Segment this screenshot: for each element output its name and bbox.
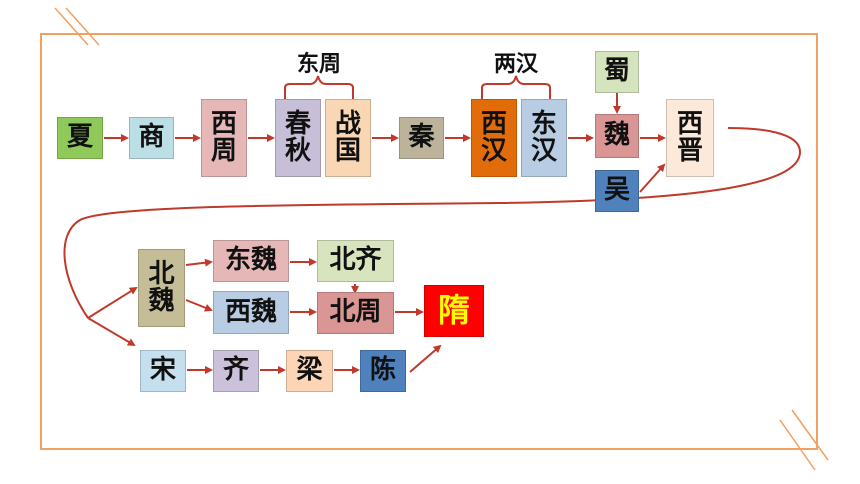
brace-dongzhou [284, 75, 354, 99]
box-wei: 魏 [595, 114, 639, 158]
brace-lianghan [481, 75, 551, 99]
box-liang: 梁 [286, 350, 333, 392]
box-xizhou: 西周 [201, 99, 247, 177]
box-sui: 隋 [424, 285, 484, 337]
box-shang: 商 [129, 117, 174, 159]
connector-xijin-nanbei [63, 127, 802, 319]
box-beizhou: 北周 [317, 292, 394, 334]
box-dongwei: 东魏 [213, 240, 289, 282]
box-chunqiu: 春秋 [275, 99, 321, 177]
box-song: 宋 [140, 350, 186, 392]
box-beiwei: 北魏 [138, 249, 185, 327]
box-zhanguo: 战国 [325, 99, 371, 177]
box-xiwei: 西魏 [213, 291, 289, 334]
box-qi: 齐 [213, 350, 259, 392]
arrow-branch-song [87, 317, 136, 347]
box-shu: 蜀 [595, 51, 639, 93]
diagram-frame [40, 33, 818, 450]
label-dongzhou: 东周 [297, 52, 342, 77]
box-qin: 秦 [399, 117, 444, 159]
box-xijin: 西晋 [666, 99, 714, 177]
box-beiqi: 北齐 [317, 240, 394, 282]
arrow-wu-xijin [639, 163, 666, 193]
arrow-beiwei-xiwei [185, 299, 213, 312]
box-wu: 吴 [595, 170, 639, 212]
box-xihan: 西汉 [471, 99, 517, 177]
arrow-chen-sui [409, 344, 442, 373]
arrow-beiwei-dongwei [185, 258, 213, 267]
box-chen: 陈 [360, 350, 406, 392]
box-xia: 夏 [57, 117, 103, 159]
label-lianghan: 两汉 [494, 52, 539, 77]
arrow-branch-beiwei [87, 286, 138, 319]
box-donghan: 东汉 [521, 99, 567, 177]
